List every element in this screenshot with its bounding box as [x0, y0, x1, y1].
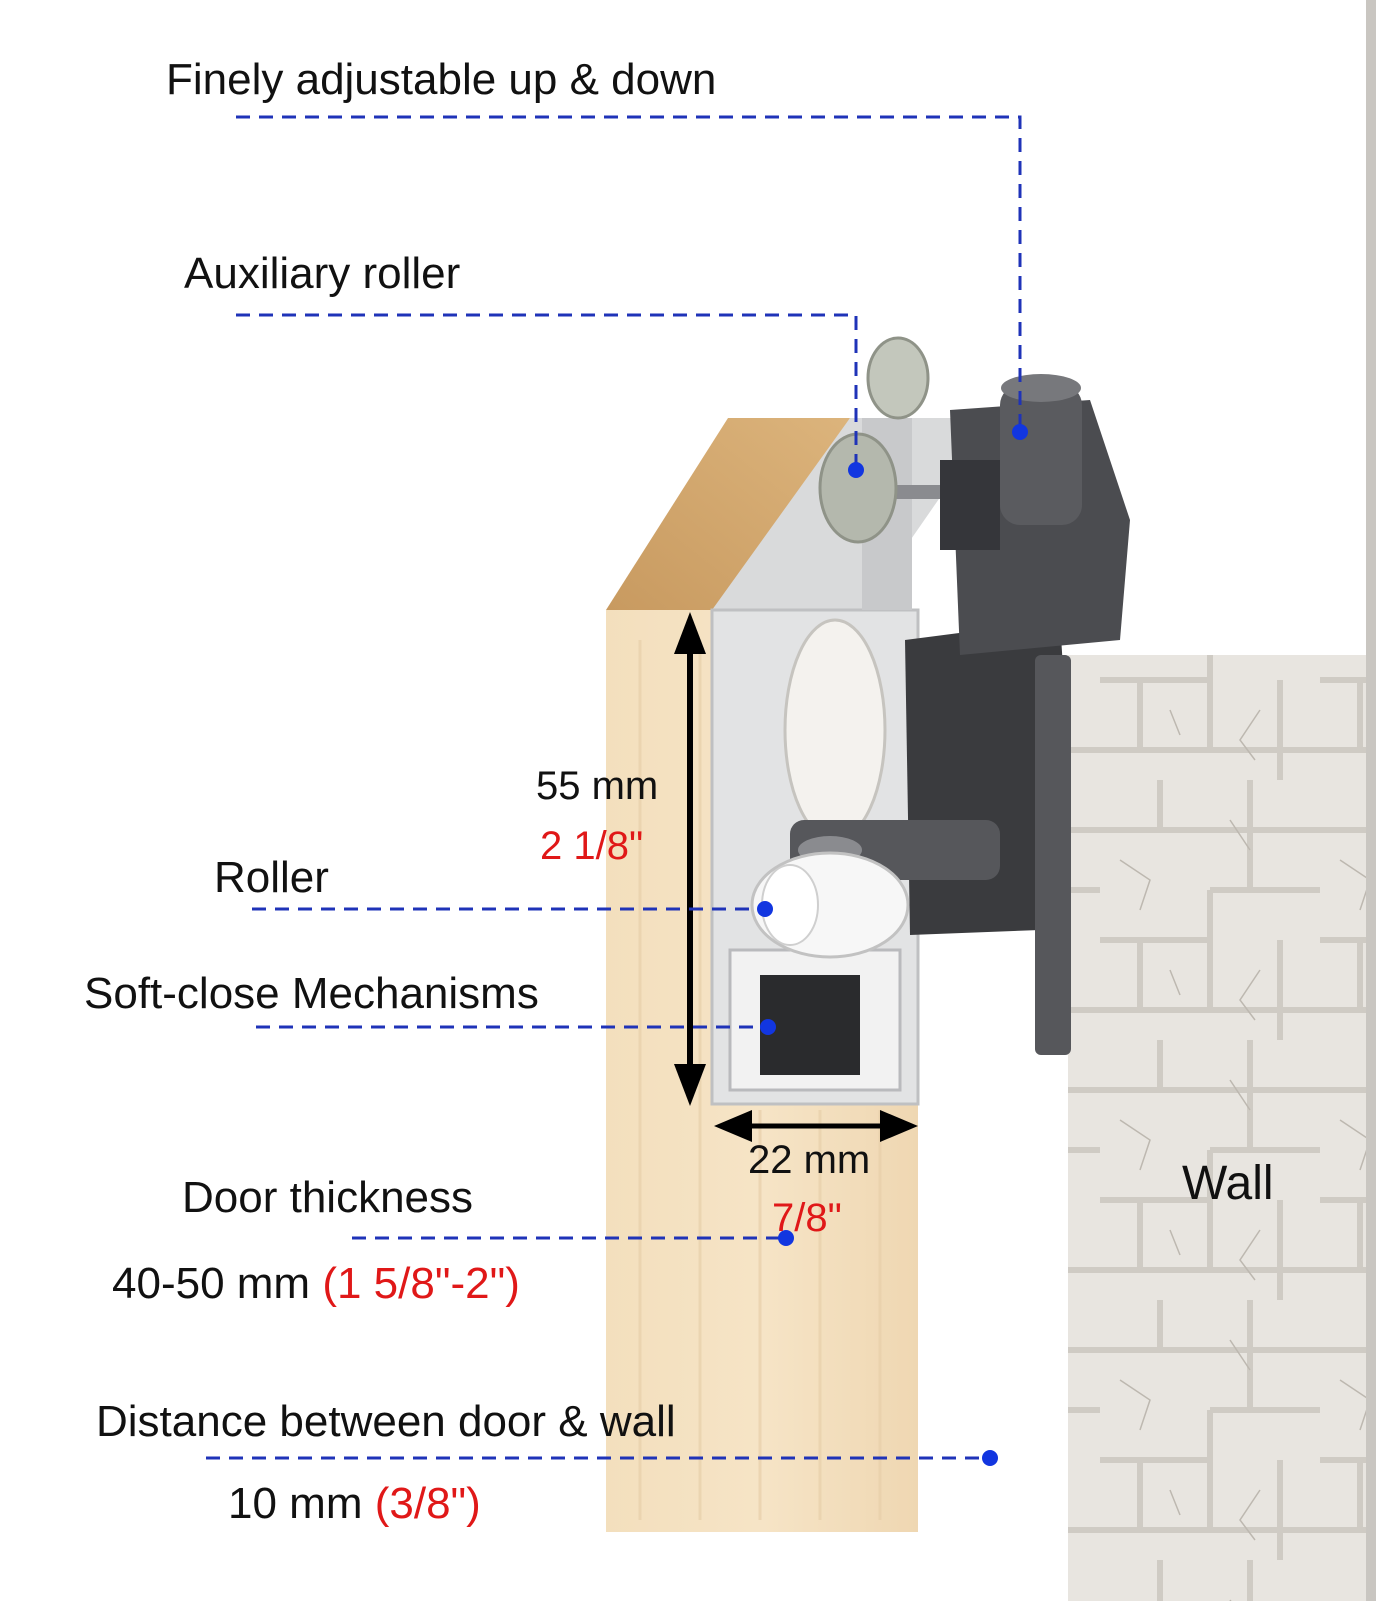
- main-roller: [750, 851, 910, 959]
- dot-soft-close: [760, 1019, 776, 1035]
- dot-distance: [982, 1450, 998, 1466]
- dot-roller: [757, 901, 773, 917]
- distance-inches: (3/8"): [374, 1479, 481, 1528]
- door-thickness-value: 40-50 mm (1 5/8"-2"): [112, 1262, 520, 1306]
- distance-mm: 10 mm: [228, 1479, 363, 1528]
- dot-adjustable: [1012, 424, 1028, 440]
- height-inch-label: 2 1/8": [540, 824, 644, 868]
- width-inch-label: 7/8": [772, 1196, 842, 1240]
- distance-value: 10 mm (3/8"): [228, 1482, 481, 1526]
- callout-dots: [757, 424, 1028, 1466]
- label-soft-close: Soft-close Mechanisms: [84, 969, 539, 1018]
- soft-close-block: [760, 975, 860, 1075]
- width-dimension-arrow: [714, 1110, 918, 1142]
- leader-lines: [206, 115, 1022, 1460]
- leader-adjustable: [236, 115, 1022, 432]
- width-mm-label: 22 mm: [748, 1138, 871, 1182]
- wall-panel: [1068, 0, 1376, 1601]
- dot-auxiliary-roller: [848, 462, 864, 478]
- door-thickness-mm: 40-50 mm: [112, 1259, 311, 1308]
- label-wall: Wall: [1182, 1157, 1274, 1210]
- height-dimension-arrow: [674, 612, 706, 1106]
- label-roller: Roller: [214, 853, 329, 902]
- door-thickness-inches: (1 5/8"-2"): [322, 1259, 520, 1308]
- hanger-mechanism: [783, 374, 1130, 1055]
- label-distance: Distance between door & wall: [96, 1397, 676, 1446]
- auxiliary-roller: [818, 336, 930, 544]
- height-mm-label: 55 mm: [536, 764, 659, 808]
- label-door-thickness: Door thickness: [182, 1173, 474, 1222]
- label-adjustable: Finely adjustable up & down: [166, 55, 717, 104]
- dot-door-thickness: [778, 1230, 794, 1246]
- label-auxiliary-roller: Auxiliary roller: [184, 249, 461, 298]
- leader-auxiliary-roller: [236, 313, 858, 470]
